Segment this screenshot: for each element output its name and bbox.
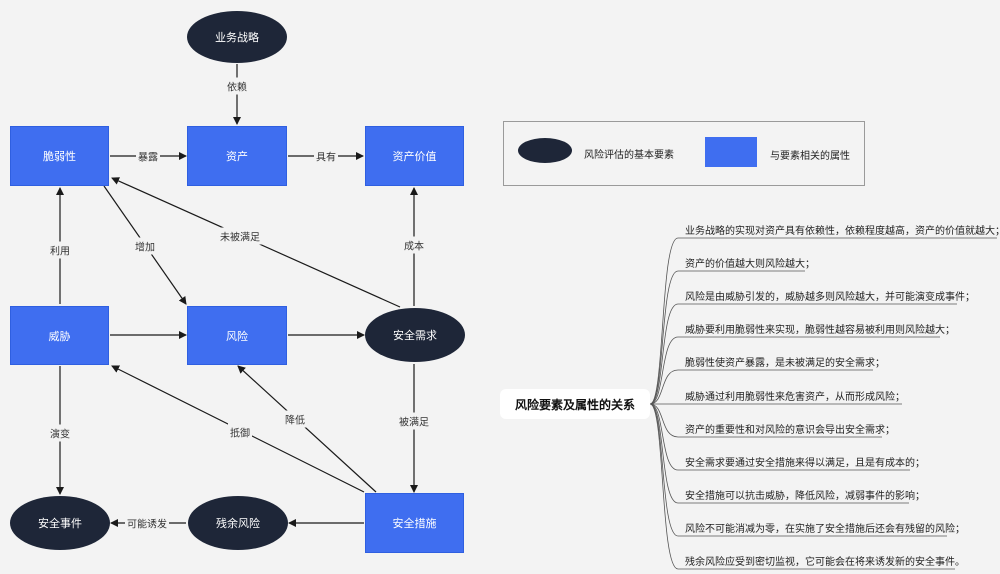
edge-label-depends: 依赖 [225, 77, 249, 95]
mindmap-item: 安全需求要通过安全措施来得以满足，且是有成本的； [685, 458, 925, 469]
edge-label-cost: 成本 [402, 236, 426, 254]
node-threat: 威胁 [10, 306, 109, 365]
node-security-need: 安全需求 [365, 308, 465, 362]
edge-label-unmet: 未被满足 [218, 227, 262, 245]
mindmap-item: 风险是由威胁引发的，威胁越多则风险越大，并可能演变成事件； [685, 292, 975, 303]
edge-label-has: 具有 [314, 147, 338, 165]
mindmap-item: 脆弱性使资产暴露，是未被满足的安全需求； [685, 358, 885, 369]
mindmap-item: 威胁通过利用脆弱性来危害资产，从而形成风险； [685, 392, 905, 403]
edge-label-satisfied: 被满足 [397, 412, 431, 430]
mindmap-item: 残余风险应受到密切监视，它可能会在将来诱发新的安全事件。 [685, 557, 965, 568]
edge-label-exploits: 利用 [48, 241, 72, 259]
edge-label-may-induce: 可能诱发 [125, 514, 169, 532]
edge-label-evolves: 演变 [48, 424, 72, 442]
edge-label-reduces: 降低 [283, 410, 307, 428]
legend-attribute-swatch [705, 137, 757, 167]
node-asset-value: 资产价值 [365, 126, 464, 186]
mindmap-connectors [649, 237, 997, 570]
mindmap-item: 风险不可能消减为零，在实施了安全措施后还会有残留的风险； [685, 524, 965, 535]
mindmap-item: 业务战略的实现对资产具有依赖性，依赖程度越高，资产的价值就越大； [685, 226, 1000, 237]
mindmap-item: 安全措施可以抗击威胁，降低风险，减弱事件的影响； [685, 491, 925, 502]
node-asset: 资产 [187, 126, 287, 186]
node-residual-risk: 残余风险 [188, 496, 288, 550]
mindmap-item: 威胁要利用脆弱性来实现，脆弱性越容易被利用则风险越大； [685, 325, 955, 336]
node-vulnerability: 脆弱性 [10, 126, 109, 186]
node-security-measure: 安全措施 [365, 493, 464, 553]
mindmap-item: 资产的价值越大则风险越大； [685, 259, 815, 270]
legend-element-swatch [518, 138, 572, 163]
legend-element-label: 风险评估的基本要素 [584, 150, 674, 161]
edge-label-increases: 增加 [133, 237, 157, 255]
edge-measure-risk [237, 365, 377, 493]
mindmap-root: 风险要素及属性的关系 [500, 389, 650, 419]
edge-label-resists: 抵御 [228, 423, 252, 441]
edge-label-exposes: 暴露 [136, 147, 160, 165]
mindmap-item: 资产的重要性和对风险的意识会导出安全需求； [685, 425, 895, 436]
node-risk: 风险 [187, 306, 287, 365]
node-security-event: 安全事件 [10, 496, 110, 550]
legend-attribute-label: 与要素相关的属性 [770, 151, 850, 162]
node-business-strategy: 业务战略 [187, 11, 287, 63]
